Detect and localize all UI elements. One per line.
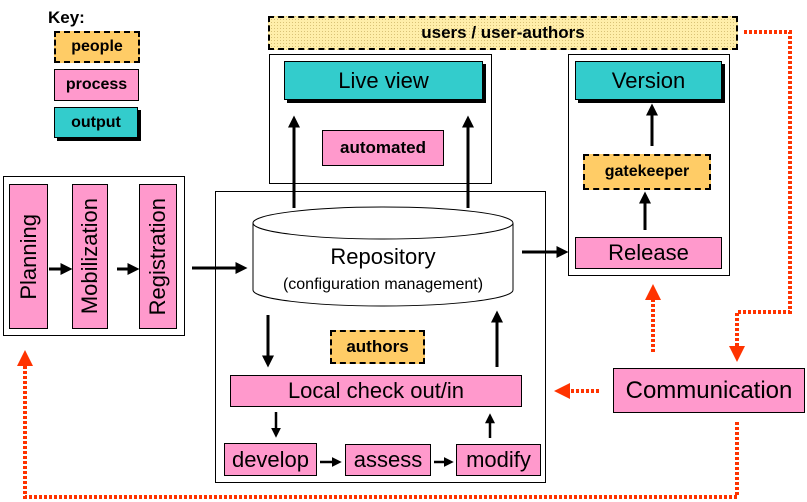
develop-step: develop: [224, 443, 317, 476]
key-output: output: [54, 107, 138, 138]
key-process: process: [54, 69, 139, 101]
mobilization-label: Mobilization: [77, 198, 102, 315]
mobilization-step: Mobilization: [72, 184, 108, 329]
authors-people: authors: [330, 330, 425, 364]
automated-process: automated: [322, 130, 444, 166]
repository-title: Repository: [330, 244, 436, 269]
registration-step: Registration: [139, 184, 177, 329]
live-view-output: Live view: [284, 61, 483, 100]
communication-process: Communication: [613, 368, 805, 413]
gatekeeper-people: gatekeeper: [583, 154, 711, 190]
users-banner-label: users / user-authors: [421, 23, 585, 42]
users-banner: users / user-authors: [268, 16, 738, 50]
comm-line-users-to-communication: [729, 30, 792, 362]
registration-label: Registration: [145, 197, 170, 316]
local-checkout-process: Local check out/in: [230, 375, 522, 407]
release-process: Release: [575, 237, 722, 269]
modify-step: modify: [456, 444, 541, 476]
version-output: Version: [575, 61, 722, 100]
assess-step: assess: [345, 444, 431, 476]
planning-label: Planning: [15, 213, 41, 300]
key-title: Key:: [48, 8, 85, 27]
repository-subtitle: (configuration management): [282, 276, 484, 293]
repository-text: Repository (configuration management): [253, 242, 513, 302]
key-people: people: [54, 31, 140, 63]
planning-step: Planning: [9, 184, 48, 329]
